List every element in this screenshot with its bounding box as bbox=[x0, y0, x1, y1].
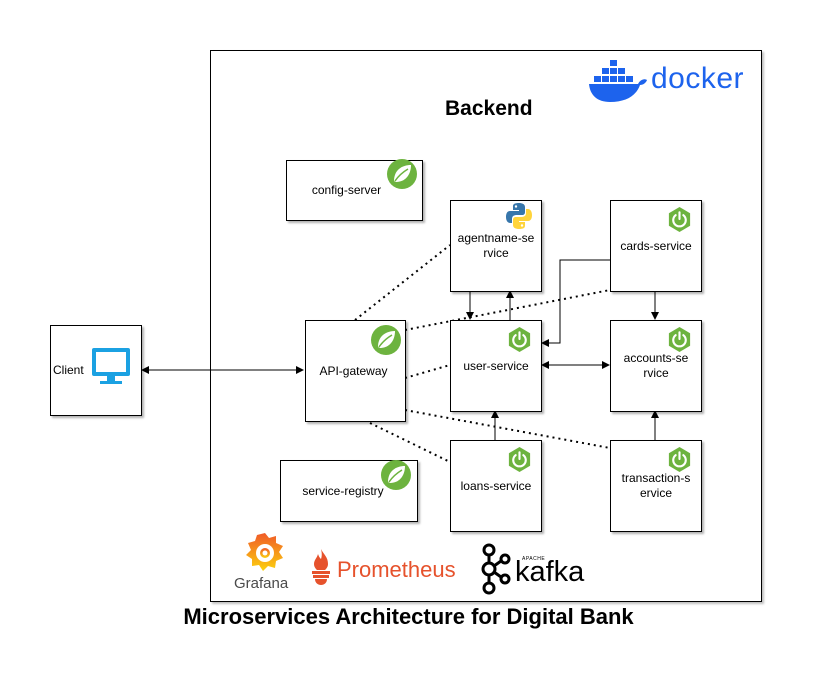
docker-logo: docker bbox=[588, 58, 753, 104]
backend-title: Backend bbox=[445, 97, 533, 120]
prometheus-logo: Prometheus bbox=[306, 548, 474, 588]
loans-service-label: loans-service bbox=[460, 478, 532, 493]
agentname-service-label: agentname-service bbox=[457, 231, 535, 260]
diagram-caption: Microservices Architecture for Digital B… bbox=[183, 604, 634, 629]
spring-leaf-icon bbox=[381, 460, 411, 490]
user-service-label: user-service bbox=[463, 358, 529, 373]
cards-service-label: cards-service bbox=[620, 238, 692, 253]
spring-boot-power-icon bbox=[508, 326, 531, 353]
spring-boot-power-icon bbox=[668, 446, 691, 473]
spring-boot-power-icon bbox=[668, 326, 691, 353]
kafka-wordmark: kafka bbox=[515, 556, 585, 588]
accounts-service-node: accounts-service bbox=[610, 320, 702, 412]
kafka-logo: APACHE kafka bbox=[478, 542, 588, 596]
grafana-logo: Grafana bbox=[232, 530, 300, 594]
spring-leaf-icon bbox=[371, 325, 401, 355]
python-icon bbox=[506, 203, 532, 229]
accounts-service-label: accounts-service bbox=[623, 351, 689, 380]
client-label: Client bbox=[53, 363, 84, 377]
prometheus-wordmark: Prometheus bbox=[337, 557, 456, 582]
docker-wordmark: docker bbox=[651, 62, 745, 95]
gateway-agentname-link bbox=[354, 244, 451, 321]
spring-boot-power-icon bbox=[508, 446, 531, 473]
monitor-icon bbox=[92, 348, 130, 384]
spring-boot-power-icon bbox=[668, 206, 691, 233]
spring-leaf-icon bbox=[387, 159, 417, 189]
grafana-icon bbox=[246, 533, 283, 571]
prometheus-icon bbox=[312, 549, 330, 585]
transaction-service-label: transaction-service bbox=[621, 471, 691, 500]
docker-whale-icon bbox=[589, 60, 647, 102]
gateway-user-link bbox=[404, 364, 451, 379]
grafana-wordmark: Grafana bbox=[234, 575, 289, 592]
kafka-icon bbox=[481, 543, 511, 595]
gateway-cards-link bbox=[404, 289, 611, 331]
config-server-label: config-server bbox=[311, 183, 382, 197]
api-gateway-label: API-gateway bbox=[319, 363, 388, 378]
cards-to-user-arrow bbox=[541, 259, 610, 347]
gateway-loans-link bbox=[369, 422, 451, 463]
kafka-apache-label: APACHE bbox=[522, 556, 546, 562]
service-registry-label: service-registry bbox=[302, 483, 384, 498]
